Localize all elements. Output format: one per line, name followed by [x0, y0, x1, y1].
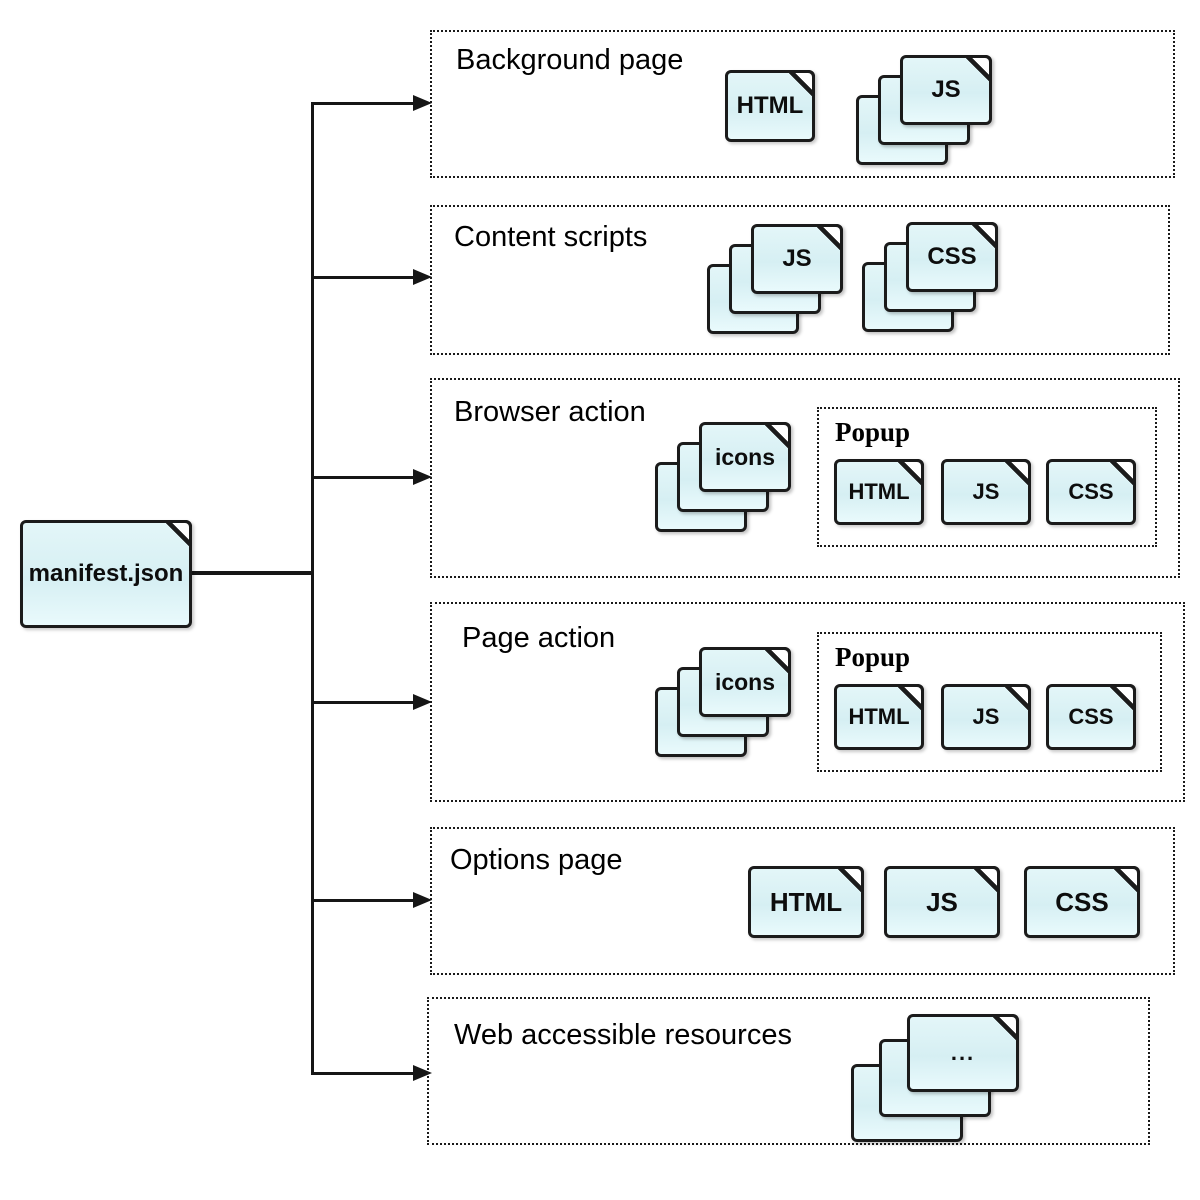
js-files-stack-icon: JS: [856, 55, 992, 165]
file-label: HTML: [848, 704, 910, 729]
file-label: HTML: [848, 479, 910, 504]
js-file-icon: JS: [884, 866, 1000, 938]
arrow-icon-content: [413, 269, 432, 285]
file-label: JS: [926, 886, 958, 917]
connector-trunk-line: [311, 102, 314, 1075]
css-file-icon: CSS: [1046, 459, 1136, 525]
connector-branch-background: [313, 102, 415, 105]
section-browser-action: Browser action icons Popup HTML JS CSS: [430, 378, 1180, 578]
file-label: HTML: [736, 92, 804, 119]
folded-corner-icon: [838, 866, 864, 892]
file-label: icons: [714, 443, 776, 470]
section-options-page: Options page HTML JS CSS: [430, 827, 1175, 975]
section-content-scripts: Content scripts JS CSS: [430, 205, 1170, 355]
folded-corner-icon: [972, 222, 998, 248]
resource-files-stack-icon: ...: [851, 1014, 1019, 1142]
connector-branch-browser-action: [313, 476, 415, 479]
popup-group-box: Popup HTML JS CSS: [817, 632, 1162, 772]
section-web-accessible-resources: Web accessible resources ...: [427, 997, 1150, 1145]
section-title: Browser action: [454, 396, 646, 428]
manifest-connector-line: [190, 571, 313, 575]
arrow-icon-options: [413, 892, 432, 908]
file-label: JS: [972, 704, 1000, 729]
file-label: CSS: [1068, 704, 1114, 729]
folded-corner-icon: [966, 55, 992, 81]
connector-branch-content: [313, 276, 415, 279]
file-label: CSS: [1068, 479, 1114, 504]
folded-corner-icon: [765, 647, 791, 673]
arrow-icon-page-action: [413, 694, 432, 710]
html-file-icon: HTML: [725, 70, 815, 142]
stack-front-page-icon: CSS: [906, 222, 998, 292]
js-files-stack-icon: JS: [707, 224, 843, 334]
folded-corner-icon: [1110, 459, 1136, 485]
file-label: CSS: [1055, 886, 1109, 917]
arrow-icon-background: [413, 95, 432, 111]
js-file-icon: JS: [941, 459, 1031, 525]
section-title: Web accessible resources: [454, 1019, 792, 1051]
js-file-icon: JS: [941, 684, 1031, 750]
section-title: Content scripts: [454, 221, 648, 253]
folded-corner-icon: [1114, 866, 1140, 892]
folded-corner-icon: [1005, 684, 1031, 710]
folded-corner-icon: [974, 866, 1000, 892]
css-file-icon: CSS: [1046, 684, 1136, 750]
stack-front-page-icon: ...: [907, 1014, 1019, 1092]
stack-front-page-icon: JS: [900, 55, 992, 125]
folded-corner-icon: [1005, 459, 1031, 485]
html-file-icon: HTML: [748, 866, 864, 938]
connector-branch-page-action: [313, 701, 415, 704]
folded-corner-icon: [993, 1014, 1019, 1040]
connector-branch-web-resources: [313, 1072, 415, 1075]
manifest-json-file-icon: manifest.json: [20, 520, 192, 628]
folded-corner-icon: [789, 70, 815, 96]
folded-corner-icon: [1110, 684, 1136, 710]
file-label: JS: [931, 76, 961, 103]
popup-group-box: Popup HTML JS CSS: [817, 407, 1157, 547]
folded-corner-icon: [166, 520, 192, 546]
section-page-action: Page action icons Popup HTML JS CSS: [430, 602, 1185, 802]
section-title: Options page: [450, 844, 623, 876]
stack-front-page-icon: icons: [699, 647, 791, 717]
file-label: icons: [714, 668, 776, 695]
css-files-stack-icon: CSS: [862, 222, 998, 332]
folded-corner-icon: [765, 422, 791, 448]
file-label: CSS: [927, 243, 977, 270]
file-label: HTML: [769, 886, 843, 917]
arrow-icon-browser-action: [413, 469, 432, 485]
icons-files-stack-icon: icons: [655, 647, 791, 757]
file-label: ...: [950, 1040, 976, 1065]
icons-files-stack-icon: icons: [655, 422, 791, 532]
file-label: JS: [782, 245, 812, 272]
folded-corner-icon: [898, 684, 924, 710]
connector-branch-options: [313, 899, 415, 902]
section-title: Background page: [456, 44, 684, 76]
stack-front-page-icon: icons: [699, 422, 791, 492]
file-label: JS: [972, 479, 1000, 504]
stack-front-page-icon: JS: [751, 224, 843, 294]
html-file-icon: HTML: [834, 684, 924, 750]
manifest-json-label: manifest.json: [28, 560, 184, 587]
popup-group-title: Popup: [835, 417, 911, 447]
html-file-icon: HTML: [834, 459, 924, 525]
css-file-icon: CSS: [1024, 866, 1140, 938]
folded-corner-icon: [898, 459, 924, 485]
section-background-page: Background page HTML JS: [430, 30, 1175, 178]
popup-group-title: Popup: [835, 642, 911, 672]
section-title: Page action: [462, 622, 616, 654]
folded-corner-icon: [817, 224, 843, 250]
